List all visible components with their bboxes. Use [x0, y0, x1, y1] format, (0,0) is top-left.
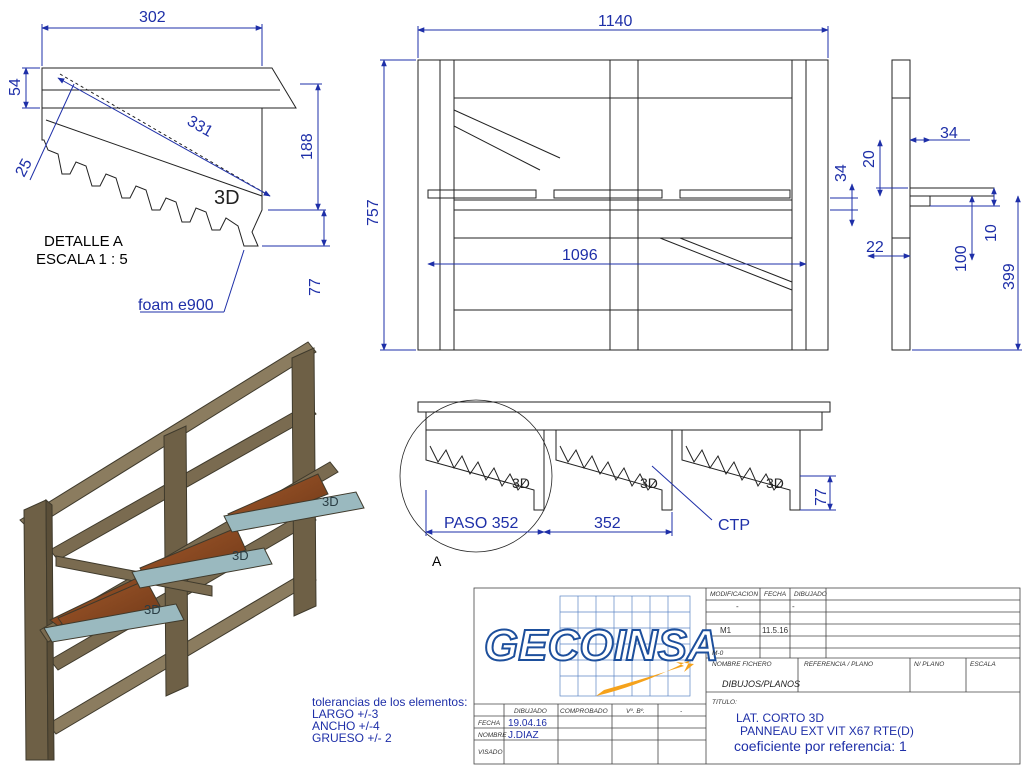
dim-25: 25 — [13, 156, 36, 180]
dim-188: 188 — [299, 133, 316, 160]
dim-302: 302 — [139, 9, 166, 26]
col-vb: Vº. Bº. — [626, 708, 645, 715]
dim-10: 10 — [983, 224, 1000, 242]
row-nombre: NOMBRE — [478, 732, 507, 739]
tolerance-largo: LARGO +/-3 — [312, 707, 379, 721]
th-escala: ESCALA — [970, 661, 996, 668]
bottom-3d-mark-1: 3D — [512, 475, 530, 491]
dim-34-front: 34 — [833, 164, 850, 182]
detail-a-dimensions — [22, 24, 330, 313]
bottom-3d-mark-3: 3D — [766, 475, 784, 491]
dim-1096: 1096 — [562, 247, 598, 264]
rev-dash-1: - — [736, 602, 739, 611]
dim-1140: 1140 — [598, 13, 633, 30]
bottom-view-dimensions — [425, 465, 836, 536]
tolerance-ancho: ANCHO +/-4 — [312, 719, 380, 733]
bottom-view — [399, 399, 831, 553]
isometric-view — [19, 341, 365, 761]
dim-22: 22 — [866, 239, 884, 256]
title-block-frame — [473, 587, 1021, 765]
rev-m0: M-0 — [712, 650, 724, 657]
th-modificacion: MODIFICACION — [710, 591, 758, 598]
detail-3d-mark: 3D — [214, 187, 240, 209]
gecoinsa-logo: GECOINSA — [483, 595, 720, 697]
row-visado: VISADO — [478, 749, 503, 756]
paso-352: PASO 352 — [444, 515, 519, 532]
detail-ref-a: A — [432, 553, 442, 569]
dim-77-bottom: 77 — [813, 488, 830, 506]
detail-scale: ESCALA 1 : 5 — [36, 251, 128, 268]
th-titulo: TITULO: — [712, 699, 737, 706]
side-view-dimensions — [867, 137, 1022, 351]
front-view — [417, 59, 829, 351]
th-fecha: FECHA — [764, 591, 786, 598]
col-dibujado: DIBUJADO — [514, 708, 547, 715]
detail-title: DETALLE A — [44, 233, 123, 250]
iso-3d-mark-1: 3D — [144, 602, 161, 617]
tolerance-grueso: GRUESO +/- 2 — [312, 731, 392, 745]
dim-331: 331 — [184, 113, 216, 141]
dim-352: 352 — [594, 515, 621, 532]
th-n-plano: N/ PLANO — [914, 661, 944, 668]
rev-dash-2: - — [792, 602, 795, 611]
tolerances-title: tolerancias de los elementos: — [312, 695, 467, 709]
titulo-line-1: LAT. CORTO 3D — [736, 711, 824, 725]
dim-757: 757 — [365, 199, 382, 226]
fecha-value: 19.04.16 — [508, 718, 547, 729]
row-fecha: FECHA — [478, 720, 500, 727]
iso-3d-mark-2: 3D — [232, 548, 249, 563]
iso-3d-mark-3: 3D — [322, 494, 339, 509]
detail-a-view — [41, 67, 297, 247]
nombre-fichero-value: DIBUJOS/PLANOS — [722, 679, 800, 689]
dim-20: 20 — [861, 150, 878, 168]
th-referencia: REFERENCIA / PLANO — [804, 661, 873, 668]
bottom-3d-mark-2: 3D — [640, 475, 658, 491]
ctp-label: CTP — [718, 517, 750, 534]
front-view-dimensions — [380, 26, 858, 351]
titulo-line-2: PANNEAU EXT VIT X67 RTE(D) — [740, 724, 914, 738]
th-dibujado: DIBUJADO — [794, 591, 827, 598]
nombre-value: J.DIAZ — [508, 730, 539, 741]
dim-54: 54 — [7, 78, 24, 96]
col-comprobado: COMPROBADO — [560, 708, 608, 715]
dim-399: 399 — [1001, 263, 1018, 290]
foam-label: foam e900 — [138, 297, 214, 314]
titulo-line-3: coeficiente por referencia: 1 — [734, 738, 907, 754]
side-view — [891, 59, 995, 351]
dim-77-detail: 77 — [307, 278, 324, 296]
dim-100: 100 — [953, 245, 970, 272]
company-logo-text: GECOINSA — [484, 621, 719, 670]
rev-m1-date: 11.5.16 — [762, 626, 789, 635]
rev-m1: M1 — [720, 626, 732, 635]
th-nombre-fichero: NOMBRE FICHERO — [712, 661, 772, 668]
dim-34-side: 34 — [940, 125, 958, 142]
col-dash: - — [680, 708, 683, 715]
